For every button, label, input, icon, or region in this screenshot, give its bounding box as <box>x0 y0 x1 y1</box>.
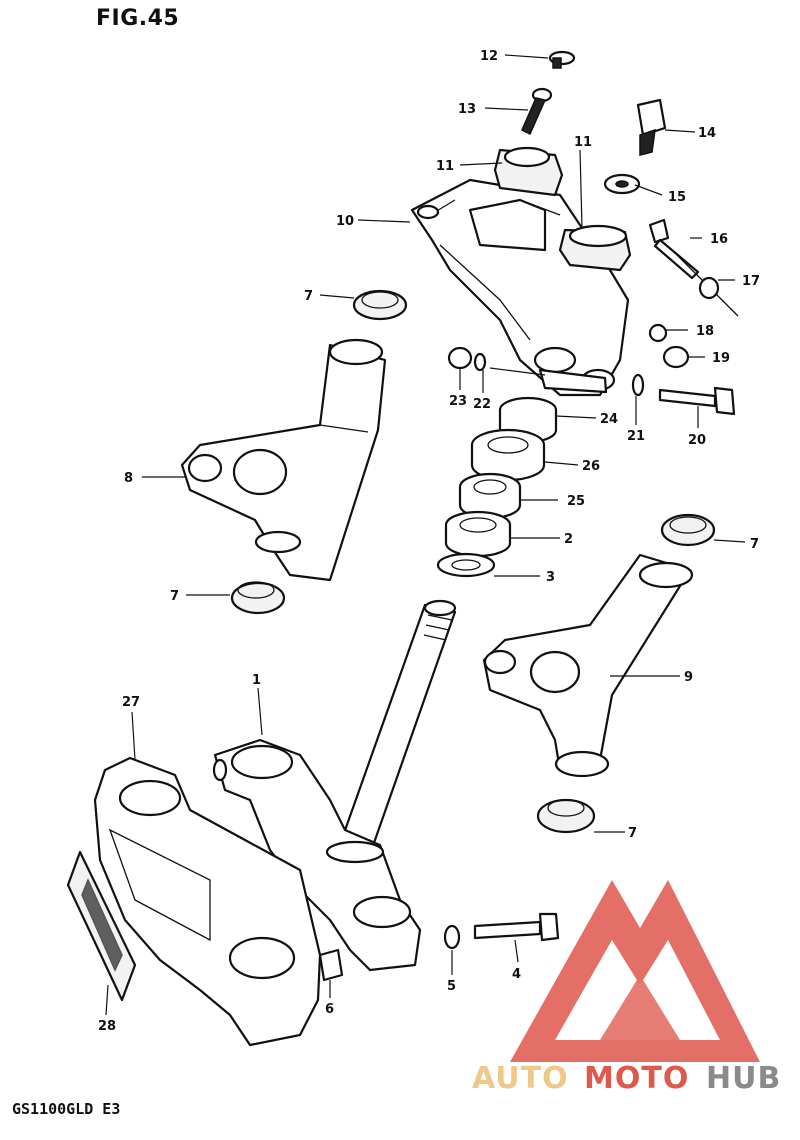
washer-18 <box>648 323 668 343</box>
bearing-race-25 <box>458 472 522 520</box>
grommet-7-mid-left <box>230 581 286 615</box>
callout-3: 3 <box>546 570 555 585</box>
callout-4: 4 <box>512 967 521 982</box>
washer-22 <box>473 352 487 372</box>
washer-5 <box>443 924 461 950</box>
callout-18: 18 <box>696 324 714 339</box>
callout-11b: 11 <box>574 135 592 150</box>
grommet-7-top-left <box>352 289 408 321</box>
handlebar-clamp-left <box>493 146 564 197</box>
callout-22: 22 <box>473 397 491 412</box>
callout-7b: 7 <box>170 589 179 604</box>
callout-labels: 12 13 14 11 11 15 10 16 17 7 18 19 23 22… <box>98 49 760 1034</box>
bearing-2 <box>444 510 512 558</box>
callout-26: 26 <box>582 459 600 474</box>
callout-23: 23 <box>449 394 467 409</box>
headlight-bracket-left <box>180 338 387 582</box>
callout-16: 16 <box>710 232 728 247</box>
model-code: GS1100GLD E3 <box>12 1100 121 1118</box>
callout-27: 27 <box>122 695 140 710</box>
callout-19: 19 <box>712 351 730 366</box>
callout-25: 25 <box>567 494 585 509</box>
screw-12 <box>548 50 576 69</box>
cap-19 <box>662 345 690 369</box>
callout-11a: 11 <box>436 159 454 174</box>
callout-20: 20 <box>688 433 706 448</box>
callout-9: 9 <box>684 670 693 685</box>
washer-21 <box>631 373 645 397</box>
bolt-4 <box>473 912 560 942</box>
grommet-7-bottom-right <box>536 798 596 834</box>
watermark-auto: AUTO <box>472 1061 569 1096</box>
seal-3 <box>436 552 496 578</box>
washer-15 <box>603 173 641 195</box>
callout-7c: 7 <box>750 537 759 552</box>
nut-17 <box>698 276 720 300</box>
cap-23 <box>447 346 473 370</box>
figure-title: FIG.45 <box>96 6 180 31</box>
bolt-14 <box>636 98 667 156</box>
watermark-moto: MOTO <box>584 1061 689 1096</box>
callout-17: 17 <box>742 274 760 289</box>
callout-10: 10 <box>336 214 354 229</box>
clip-6 <box>318 948 344 982</box>
callout-24: 24 <box>600 412 618 427</box>
watermark-text: AUTO MOTO HUB <box>472 1061 781 1096</box>
bearing-26 <box>470 428 546 482</box>
callout-7a: 7 <box>304 289 313 304</box>
bracket-stud <box>468 198 547 252</box>
emblem-badge <box>66 850 137 1002</box>
headlight-bracket-right <box>482 553 694 778</box>
watermark-hub: HUB <box>706 1061 781 1096</box>
callout-8: 8 <box>124 471 133 486</box>
callout-28: 28 <box>98 1019 116 1034</box>
callout-6: 6 <box>325 1002 334 1017</box>
callout-5: 5 <box>447 979 456 994</box>
callout-12: 12 <box>480 49 498 64</box>
callout-1: 1 <box>252 673 261 688</box>
callout-7d: 7 <box>628 826 637 841</box>
steering-stem <box>212 599 457 972</box>
callout-21: 21 <box>627 429 645 444</box>
bolt-16 <box>648 218 739 317</box>
callout-13: 13 <box>458 102 476 117</box>
callout-14: 14 <box>698 126 716 141</box>
grommet-7-top-right <box>660 513 716 547</box>
lower-cover <box>93 756 322 1047</box>
bolt-13 <box>521 87 553 136</box>
bolt-20 <box>658 386 736 416</box>
handlebar-clamp-right <box>558 224 632 272</box>
callout-2: 2 <box>564 532 573 547</box>
watermark-logo-icon <box>510 880 760 1062</box>
leader-lines <box>105 54 746 1016</box>
callout-15: 15 <box>668 190 686 205</box>
